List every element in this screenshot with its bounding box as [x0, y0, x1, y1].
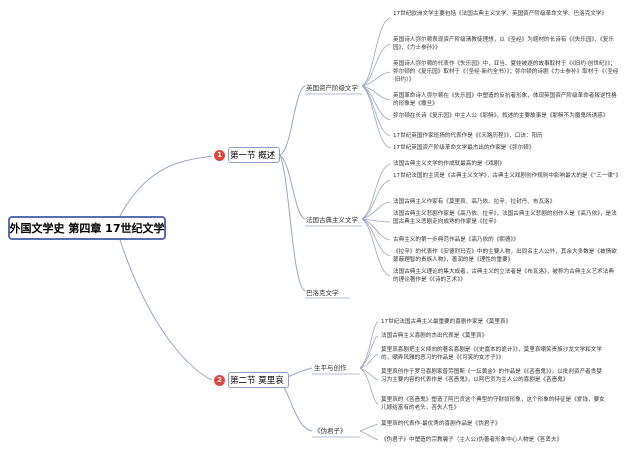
- section-1-number-badge: 1: [214, 149, 225, 161]
- leaf-node[interactable]: 莫里哀创作于罗马喜剧家普劳图斯《一坛黄金》的作品是《《吝啬鬼》》，以批判资产者贪…: [381, 369, 602, 384]
- subsection-life-works[interactable]: 生平与创作: [314, 364, 347, 372]
- leaf-node[interactable]: 《拉辛》的代表作《安德烈玛克》中的主要人物，出同名主人公外，其余大多数是《被情欲…: [393, 249, 617, 264]
- root-topic[interactable]: 外国文学史 第四章 17世纪文学: [8, 216, 166, 240]
- leaf-node[interactable]: 法国古典主义文学的作成就最高的是《戏剧》: [393, 161, 505, 167]
- section-2-number-badge: 2: [214, 374, 225, 386]
- subsection-french-classicism[interactable]: 法国古典主义文学: [306, 216, 358, 224]
- section-1-node[interactable]: 1 第一节 概述: [214, 147, 281, 163]
- leaf-node[interactable]: 17世纪英国资产阶级革命文学最杰出的作家是《弥尔顿》: [393, 145, 535, 151]
- leaf-node[interactable]: 莫里哀的代表作-最优秀的喜剧作品是《伪君子》: [381, 421, 501, 427]
- section-2-title: 第二节 莫里哀: [228, 372, 289, 388]
- leaf-node[interactable]: 英国诗人弥尔顿的代表作《失乐园》中，亚当、夏娃被逐的故事取材于《《旧约·创世纪》…: [393, 61, 619, 84]
- leaf-node[interactable]: 17世纪法国古典主义最重要的喜剧作家是《莫里哀》: [381, 319, 512, 325]
- leaf-node[interactable]: 英国诗人弥尔顿表现资产阶级清教徒理想，以《圣经》为题材的长诗有《《失乐园》、《复…: [393, 37, 614, 52]
- leaf-node[interactable]: 法国古典主义作家有《莫里哀、高乃依、拉辛、拉封丹、布瓦洛》: [393, 199, 556, 205]
- leaf-node[interactable]: 莫里哀的《吝啬鬼》塑造了阿巴贡这个典型的守财奴形象，这个形象的特征是《爱钱，要女…: [381, 397, 605, 412]
- leaf-node[interactable]: 法国古典主义理论的集大成者，古典主义的立法者是《布瓦洛》，被称为古典主义艺术法典…: [393, 269, 614, 284]
- leaf-node[interactable]: 英国革命诗人弥尔顿在《失乐园》中塑造的反抗者形象，体现英国资产阶级革命者叛逆性格…: [393, 93, 617, 108]
- subsection-tartuffe[interactable]: 《伪君子》: [314, 427, 347, 435]
- leaf-node[interactable]: 17世纪欧洲文学主要包括《法国古典主义文学、英国资产阶级革命文学、巴洛克文学》: [393, 11, 608, 17]
- subsection-baroque[interactable]: 巴洛克文学: [306, 289, 339, 297]
- leaf-node[interactable]: 法国古典主义喜剧的杰出代表是《莫里哀》: [381, 333, 488, 339]
- leaf-node[interactable]: 法国古典主义悲剧作家是《高乃依、拉辛》，法国古典主义悲剧的创作人是《高乃依》，是…: [393, 211, 617, 226]
- subsection-english-literature[interactable]: 英国资产阶级文学: [306, 84, 358, 92]
- section-1-title: 第一节 概述: [228, 147, 281, 163]
- leaf-node[interactable]: 《伪君子》中塑造的宗教骗子（主人公)伪善者形象中心人物是《答丢夫》: [381, 437, 563, 443]
- leaf-node[interactable]: 古典主义的第一步典范作品是《高乃依的《熙德》》: [393, 237, 519, 243]
- leaf-node[interactable]: 莫里哀喜剧把主义倾向的著名喜剧是《《史嘉本的诡计》》，莫里哀嘲笑贵族沙龙文学和文…: [381, 347, 602, 362]
- section-2-node[interactable]: 2 第二节 莫里哀: [214, 372, 289, 388]
- leaf-node[interactable]: 17世纪法国的主流是《古典主义文学》，古典主义戏剧创作规则中影响最大的是《“三一…: [393, 173, 622, 179]
- leaf-node[interactable]: 弥尔顿在长诗《复乐园》中主人公《耶稣》，叙述的主要故事是《耶稣不为魔鬼所诱惑》: [393, 113, 609, 119]
- leaf-node[interactable]: 17世纪英国作家班扬的代表作是《《天路历程》》，口诀：阳历: [393, 133, 543, 139]
